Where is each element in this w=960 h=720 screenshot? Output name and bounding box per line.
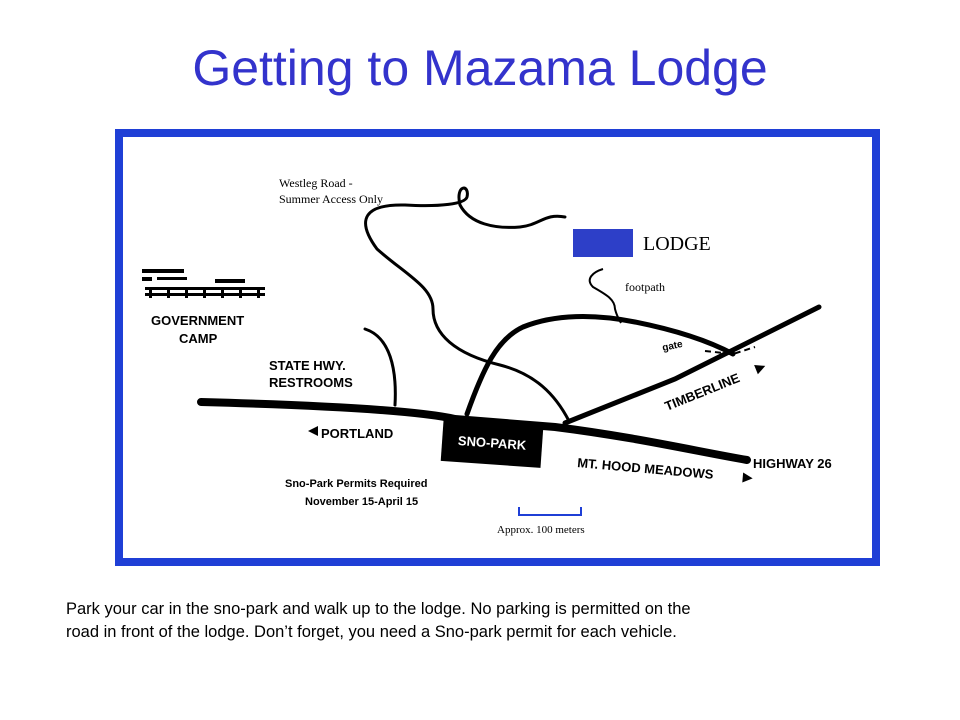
scale-label: Approx. 100 meters (497, 524, 585, 536)
permits-label-2: November 15-April 15 (305, 496, 418, 508)
timberline-arrow-icon (754, 365, 766, 375)
portland-arrow-icon (308, 426, 318, 436)
lodge-label: LODGE (643, 233, 711, 255)
mt-hood-meadows-arrow-icon (742, 472, 753, 483)
government-camp-buildings (142, 269, 265, 298)
map: SNO-PARK Westleg Road - Summer Access On… (115, 129, 880, 566)
state-hwy-label-2: RESTROOMS (269, 375, 353, 390)
westleg-road-label-2: Summer Access Only (279, 192, 383, 206)
highway-26-label: HIGHWAY 26 (753, 456, 832, 471)
gate-road (704, 346, 756, 356)
government-camp-label-2: CAMP (179, 331, 218, 346)
timberline-road (562, 304, 822, 426)
westleg-road (364, 186, 571, 423)
footpath-label: footpath (625, 280, 665, 294)
sno-park-lot: SNO-PARK (440, 415, 544, 468)
westleg-road-label-1: Westleg Road - (279, 176, 353, 190)
lodge-loop-road (464, 314, 736, 417)
scale-bar (518, 507, 582, 516)
caption-line-2: road in front of the lodge. Don’t forget… (66, 623, 677, 641)
gate-label: gate (661, 339, 684, 354)
caption-line-1: Park your car in the sno-park and walk u… (66, 600, 691, 618)
state-hwy-label-1: STATE HWY. (269, 358, 346, 373)
footpath-trail (588, 268, 622, 324)
slide-title: Getting to Mazama Lodge (192, 40, 768, 96)
caption: Park your car in the sno-park and walk u… (66, 598, 906, 644)
government-camp-label-1: GOVERNMENT (151, 313, 244, 328)
permits-label-1: Sno-Park Permits Required (285, 478, 427, 490)
lodge-building (573, 229, 633, 257)
sno-park-label: SNO-PARK (457, 433, 527, 453)
portland-label: PORTLAND (321, 426, 393, 441)
restrooms-road (363, 327, 397, 407)
